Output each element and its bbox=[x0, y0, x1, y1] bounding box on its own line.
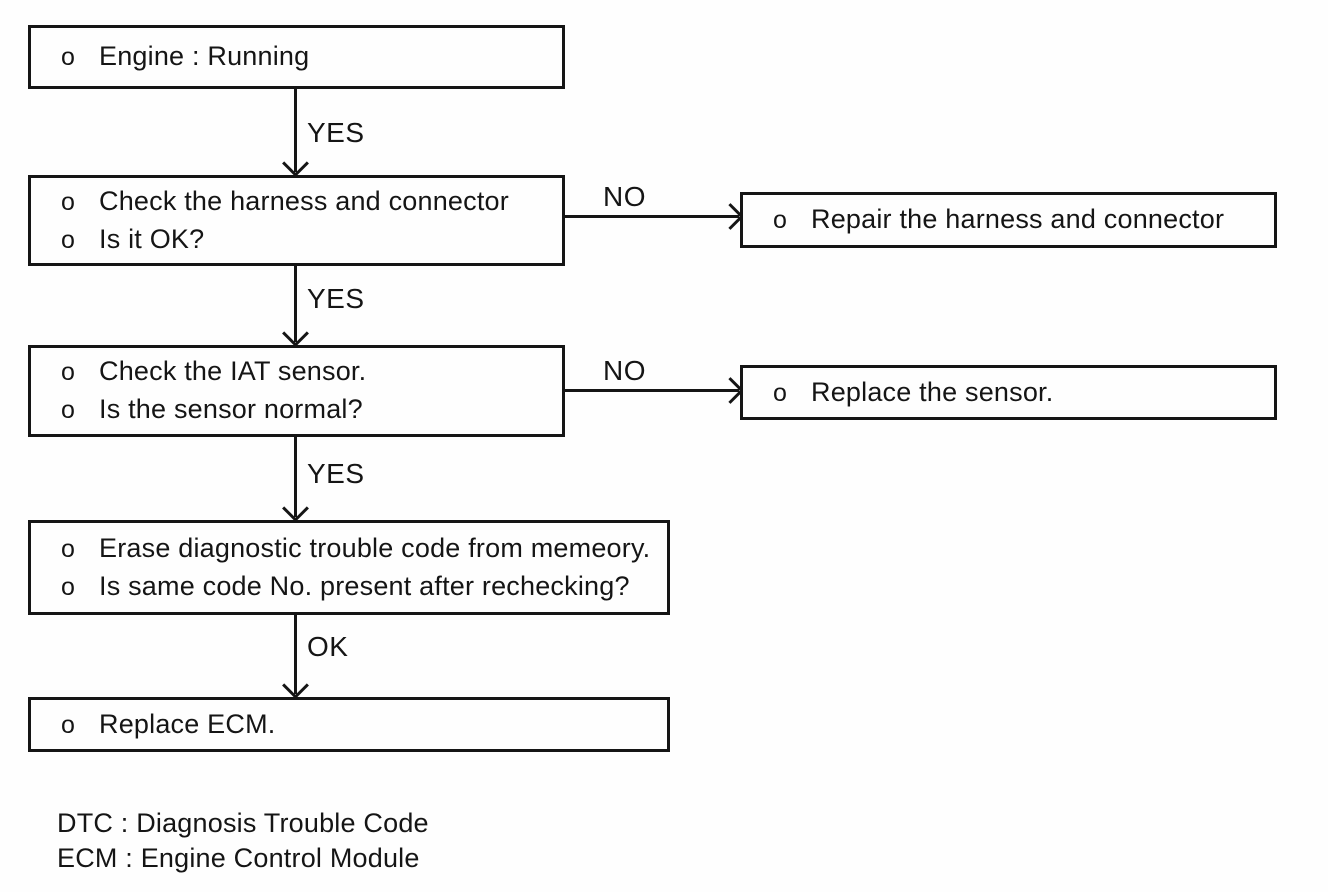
edge-label-no-2: NO bbox=[603, 355, 646, 386]
arrow-head-down-icon bbox=[282, 672, 309, 699]
arrow-shaft bbox=[294, 89, 297, 172]
node-text: Is the sensor normal? bbox=[99, 394, 363, 424]
node-line: o Engine : Running bbox=[61, 38, 554, 76]
bullet-marker: o bbox=[61, 225, 76, 254]
arrow-shaft bbox=[294, 615, 297, 694]
node-line: o Repair the harness and connector bbox=[773, 201, 1266, 239]
arrow-down-yes-1 bbox=[282, 89, 309, 177]
arrow-shaft bbox=[294, 266, 297, 342]
node-line: o Check the harness and connector bbox=[61, 183, 554, 221]
flow-node-check-iat-sensor: o Check the IAT sensor. o Is the sensor … bbox=[28, 345, 565, 437]
edge-label-no-1: NO bbox=[603, 181, 646, 212]
node-text: Engine : Running bbox=[99, 41, 310, 71]
node-line: o Is it OK? bbox=[61, 221, 554, 259]
bullet-marker: o bbox=[61, 534, 76, 563]
bullet-marker: o bbox=[61, 572, 76, 601]
bullet-marker: o bbox=[61, 710, 76, 739]
flow-node-repair-harness: o Repair the harness and connector bbox=[740, 192, 1277, 248]
node-text: Replace ECM. bbox=[99, 708, 276, 739]
flow-node-erase-dtc: o Erase diagnostic trouble code from mem… bbox=[28, 520, 670, 615]
legend-dtc: DTC : Diagnosis Trouble Code bbox=[57, 808, 429, 838]
bullet-marker: o bbox=[61, 358, 76, 386]
bullet-marker: o bbox=[773, 206, 788, 234]
arrow-shaft bbox=[565, 215, 739, 218]
node-text: Repair the harness and connector bbox=[811, 204, 1225, 234]
bullet-marker: o bbox=[61, 43, 76, 71]
arrow-right-no-2 bbox=[565, 377, 744, 404]
node-line: o Is same code No. present after recheck… bbox=[61, 568, 659, 606]
flow-node-check-harness: o Check the harness and connector o Is i… bbox=[28, 175, 565, 266]
flow-node-engine-running: o Engine : Running bbox=[28, 25, 565, 89]
arrow-right-no-1 bbox=[565, 203, 744, 230]
node-line: o Erase diagnostic trouble code from mem… bbox=[61, 530, 659, 568]
node-text: Check the IAT sensor. bbox=[99, 356, 367, 386]
arrow-shaft bbox=[565, 389, 739, 392]
bullet-marker: o bbox=[61, 187, 76, 216]
arrow-head-down-icon bbox=[282, 495, 309, 522]
arrow-down-ok bbox=[282, 615, 309, 699]
arrow-shaft bbox=[294, 437, 297, 517]
edge-label-ok: OK bbox=[307, 631, 349, 662]
bullet-marker: o bbox=[773, 378, 788, 407]
legend-ecm: ECM : Engine Control Module bbox=[57, 843, 420, 873]
flow-node-replace-sensor: o Replace the sensor. bbox=[740, 365, 1277, 420]
node-text: Is same code No. present after recheckin… bbox=[99, 570, 630, 601]
node-text: Is it OK? bbox=[99, 223, 205, 254]
arrow-head-down-icon bbox=[282, 150, 309, 177]
node-text: Replace the sensor. bbox=[811, 376, 1054, 407]
node-line: o Replace ECM. bbox=[61, 706, 659, 744]
arrow-down-yes-3 bbox=[282, 437, 309, 522]
bullet-marker: o bbox=[61, 396, 76, 424]
edge-label-yes-3: YES bbox=[307, 458, 365, 489]
flow-node-replace-ecm: o Replace ECM. bbox=[28, 697, 670, 752]
edge-label-yes-1: YES bbox=[307, 117, 365, 148]
node-line: o Is the sensor normal? bbox=[61, 391, 554, 429]
legend: DTC : Diagnosis Trouble Code ECM : Engin… bbox=[57, 806, 429, 876]
node-line: o Check the IAT sensor. bbox=[61, 353, 554, 391]
arrow-down-yes-2 bbox=[282, 266, 309, 347]
node-line: o Replace the sensor. bbox=[773, 374, 1266, 412]
edge-label-yes-2: YES bbox=[307, 283, 365, 314]
node-text: Erase diagnostic trouble code from memeo… bbox=[99, 532, 651, 563]
arrow-head-down-icon bbox=[282, 320, 309, 347]
node-text: Check the harness and connector bbox=[99, 185, 509, 216]
